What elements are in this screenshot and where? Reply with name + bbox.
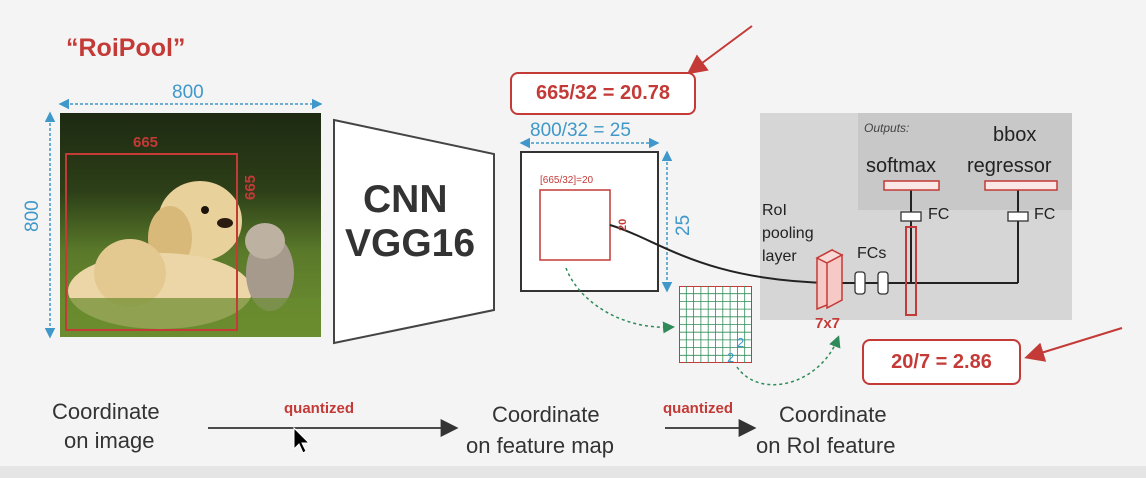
flow-step1-line1: Coordinate — [52, 399, 160, 424]
image-width-label: 800 — [172, 82, 204, 103]
outputs-panel — [858, 113, 1072, 210]
bbox-output-bar — [984, 180, 1058, 191]
image-roi-box — [65, 153, 238, 331]
flow-step1-line2: on image — [64, 428, 155, 453]
slide-title: “RoiPool” — [66, 34, 186, 62]
roi-height-label: 665 — [242, 174, 259, 200]
roi-grid — [679, 286, 752, 363]
cnn-label: CNN — [363, 178, 448, 221]
grid-label-bottom: 2 — [727, 350, 735, 365]
roi-pool-label-line1: RoI — [762, 202, 787, 219]
scaled-roi-callout: 665/32 = 20.78 — [510, 72, 696, 115]
softmax-branch-highlight — [905, 226, 917, 316]
feature-roi-size-label: 20 — [617, 218, 629, 231]
mouse-cursor — [293, 426, 311, 454]
roi-to-pool-curve — [609, 224, 831, 284]
flow-arrow2-label: quantized — [663, 400, 733, 417]
grid-label-right: 2 — [737, 335, 745, 350]
fc-label-bbox: FC — [1034, 206, 1056, 223]
feature-height-label: 25 — [673, 214, 694, 236]
image-height-label: 800 — [22, 200, 43, 232]
fcs-label: FCs — [857, 245, 887, 262]
bottom-bar — [0, 466, 1146, 478]
roi-width-label: 665 — [133, 134, 159, 151]
bbox-label-line2: regressor — [967, 155, 1052, 177]
bin-callout: 20/7 = 2.86 — [862, 339, 1021, 385]
fc-box-softmax — [900, 211, 922, 222]
flow-step3-line1: Coordinate — [779, 402, 887, 427]
roi-pool-cube-front — [826, 253, 843, 310]
roi-pool-label-line2: pooling — [762, 225, 814, 242]
feature-roi-label: [665/32]=20 — [540, 175, 594, 186]
fcs-block-1 — [854, 271, 866, 295]
bbox-label-line1: bbox — [993, 124, 1037, 146]
feature-roi-box — [539, 189, 611, 261]
pool-size-label: 7x7 — [815, 315, 841, 332]
green-arrow-to-pool — [736, 335, 841, 386]
cnn-trapezoid — [333, 118, 495, 345]
flow-step2-line2: on feature map — [466, 433, 614, 458]
feature-width-label: 800/32 = 25 — [530, 120, 631, 141]
callout-arrow-top — [686, 25, 753, 75]
roi-pool-label-line3: layer — [762, 248, 797, 265]
softmax-output-bar — [883, 180, 940, 191]
roi-grid-lines — [679, 286, 752, 363]
outputs-label: Outputs: — [864, 121, 910, 135]
flow-step2-line1: Coordinate — [492, 402, 600, 427]
vgg16-label: VGG16 — [345, 222, 476, 265]
callout-arrow-right — [1024, 327, 1123, 362]
fc-box-bbox — [1007, 211, 1029, 222]
input-image — [60, 113, 321, 337]
fc-label-softmax: FC — [928, 206, 950, 223]
flow-arrow1-label: quantized — [284, 400, 354, 417]
flow-step3-line2: on RoI feature — [756, 433, 896, 458]
fcs-block-2 — [877, 271, 889, 295]
softmax-label: softmax — [866, 155, 937, 177]
